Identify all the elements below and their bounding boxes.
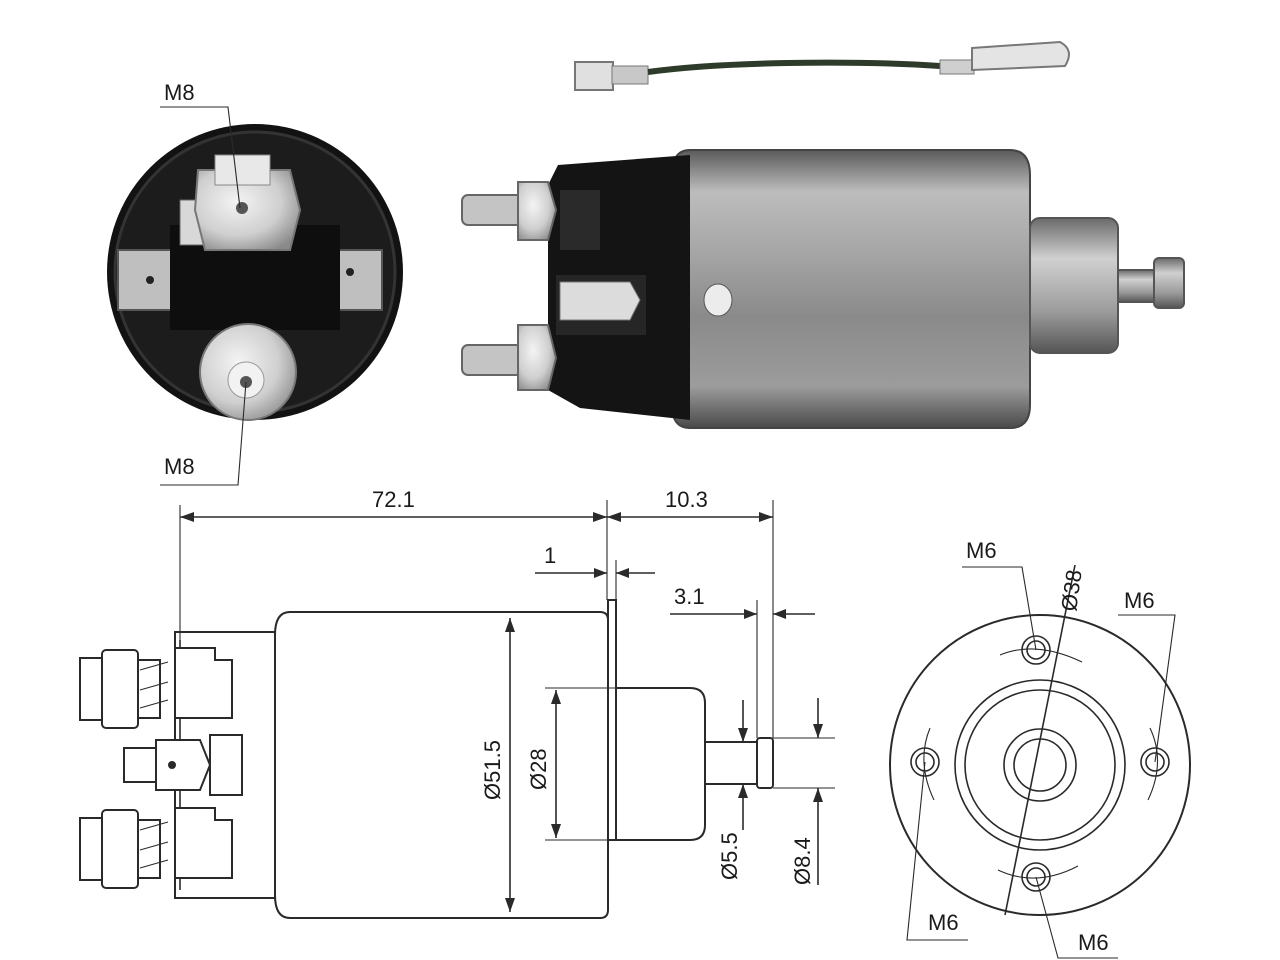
front-view-drawing: Ø38 M6 M6 M6 M6 <box>889 538 1191 959</box>
spade-terminal <box>123 734 243 796</box>
bottom-terminal-nut <box>199 323 297 421</box>
dim-dia-8-4: Ø8.4 <box>790 837 815 885</box>
bottom-terminal-label: M8 <box>164 454 195 479</box>
dim-dia-51-5: Ø51.5 <box>480 740 505 800</box>
dim-1: 1 <box>544 543 556 568</box>
dim-3-1: 3.1 <box>674 584 705 609</box>
hole-label-right: M6 <box>1124 588 1155 613</box>
hole-label-top: M6 <box>966 538 997 563</box>
upper-terminal-stud <box>79 647 233 729</box>
hole-label-left: M6 <box>928 910 959 935</box>
dim-dia-5-5: Ø5.5 <box>717 832 742 880</box>
top-terminal-label: M8 <box>164 80 195 105</box>
lower-terminal-stud <box>79 807 233 889</box>
dim-72-1: 72.1 <box>372 487 415 512</box>
hole-label-bottom: M6 <box>1078 930 1109 955</box>
side-view-drawing: 72.1 10.3 1 3.1 Ø51.5 Ø28 Ø5.5 <box>79 487 835 919</box>
side-view-photo <box>461 149 1185 429</box>
dim-dia-28: Ø28 <box>526 748 551 790</box>
jumper-wire-photo <box>574 40 1070 91</box>
front-dia-38: Ø38 <box>1056 568 1087 613</box>
dim-10-3: 10.3 <box>665 487 708 512</box>
top-terminal-nut <box>193 154 302 251</box>
end-view-photo: M8 M8 <box>107 80 403 486</box>
